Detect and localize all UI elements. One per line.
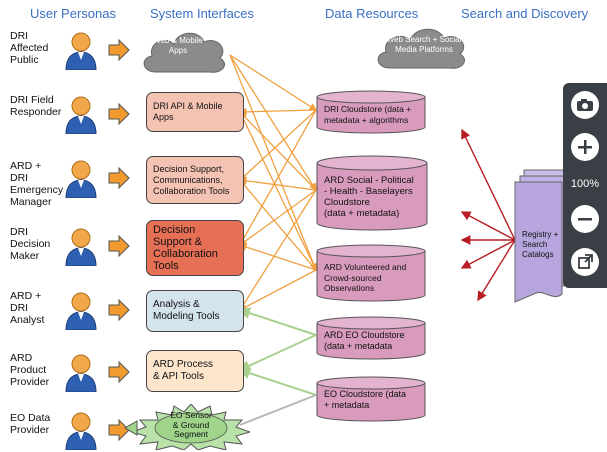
analysis-modeling-label: Analysis & Modeling Tools [153,299,220,322]
person-avatar-icon [65,32,97,70]
dri-cloudstore-cylinder: DRI Cloudstore (data + metadata + algori… [316,90,426,134]
camera-icon[interactable] [571,91,599,119]
ard-eo-label: ARD EO Cloudstore (data + metadata [324,330,405,351]
persona-label: EO Data Provider [10,412,51,436]
persona-label: DRI Decision Maker [10,226,51,262]
header-user-personas: User Personas [30,6,116,21]
persona-label: DRI Field Responder [10,94,62,118]
expand-icon[interactable] [571,248,599,276]
header-data-resources: Data Resources [325,6,419,21]
web-mobile-apps-cloud [143,32,225,73]
analysis-modeling-box: Analysis & Modeling Tools [146,290,244,332]
ard-volunteered-label: ARD Volunteered and Crowd-sourced Observ… [324,262,407,293]
web-mobile-apps-label: Web & Mobile Apps [153,36,203,55]
person-avatar-icon [65,412,97,450]
zoom-level-text: 100% [570,178,600,190]
eo-cloudstore-cylinder: EO Cloudstore (data + metadata [316,376,426,422]
person-avatar-icon [65,160,97,198]
minus-icon[interactable] [571,205,599,233]
ard-volunteered-cylinder: ARD Volunteered and Crowd-sourced Observ… [316,244,426,302]
ard-eo-cylinder: ARD EO Cloudstore (data + metadata [316,316,426,360]
persona-arrow-icon [108,235,130,257]
persona-arrow-icon [108,361,130,383]
zoom-control-panel: 100% [563,83,607,288]
persona-label: ARD + DRI Emergency Manager [10,160,64,208]
person-avatar-icon [65,354,97,392]
ard-process-box: ARD Process & API Tools [146,350,244,392]
web-search-cloud [377,28,465,69]
decision-collab-label: Decision Support & Collaboration Tools [153,224,218,272]
decision-comm-box: Decision Support, Communications, Collab… [146,156,244,204]
decision-comm-label: Decision Support, Communications, Collab… [153,163,230,196]
decision-collab-box: Decision Support & Collaboration Tools [146,220,244,276]
registry-catalogs-stack [514,169,571,303]
header-system-interfaces: System Interfaces [150,6,255,21]
person-avatar-icon [65,292,97,330]
ard-social-label: ARD Social - Political - Health - Basela… [324,175,414,219]
plus-icon[interactable] [571,133,599,161]
person-avatar-icon [65,228,97,266]
persona-arrow-icon [108,419,130,441]
dri-api-mobile-box: DRI API & Mobile Apps [146,92,244,132]
web-search-label: Web Search + Social Media Platforms [386,35,462,54]
persona-arrow-icon [108,167,130,189]
registry-catalogs-label: Registry + Search Catalogs [522,230,559,259]
ard-process-label: ARD Process & API Tools [153,359,214,382]
persona-arrow-icon [108,39,130,61]
ard-social-cylinder: ARD Social - Political - Health - Basela… [316,155,428,231]
dri-cloudstore-label: DRI Cloudstore (data + metadata + algori… [324,104,412,125]
dri-api-mobile-label: DRI API & Mobile Apps [153,101,223,122]
eo-sensor-arrow-icon [124,420,138,436]
persona-label: ARD Product Provider [10,352,50,388]
eo-cloudstore-label: EO Cloudstore (data + metadata [324,389,407,410]
persona-label: DRI Affected Public [10,30,49,66]
eo-sensor-label: EO Sensor & Ground Segment [170,410,212,439]
person-avatar-icon [65,96,97,134]
persona-arrow-icon [108,103,130,125]
header-search-discovery: Search and Discovery [461,6,589,21]
persona-arrow-icon [108,299,130,321]
eo-sensor-shape [132,404,250,450]
persona-label: ARD + DRI Analyst [10,290,45,326]
